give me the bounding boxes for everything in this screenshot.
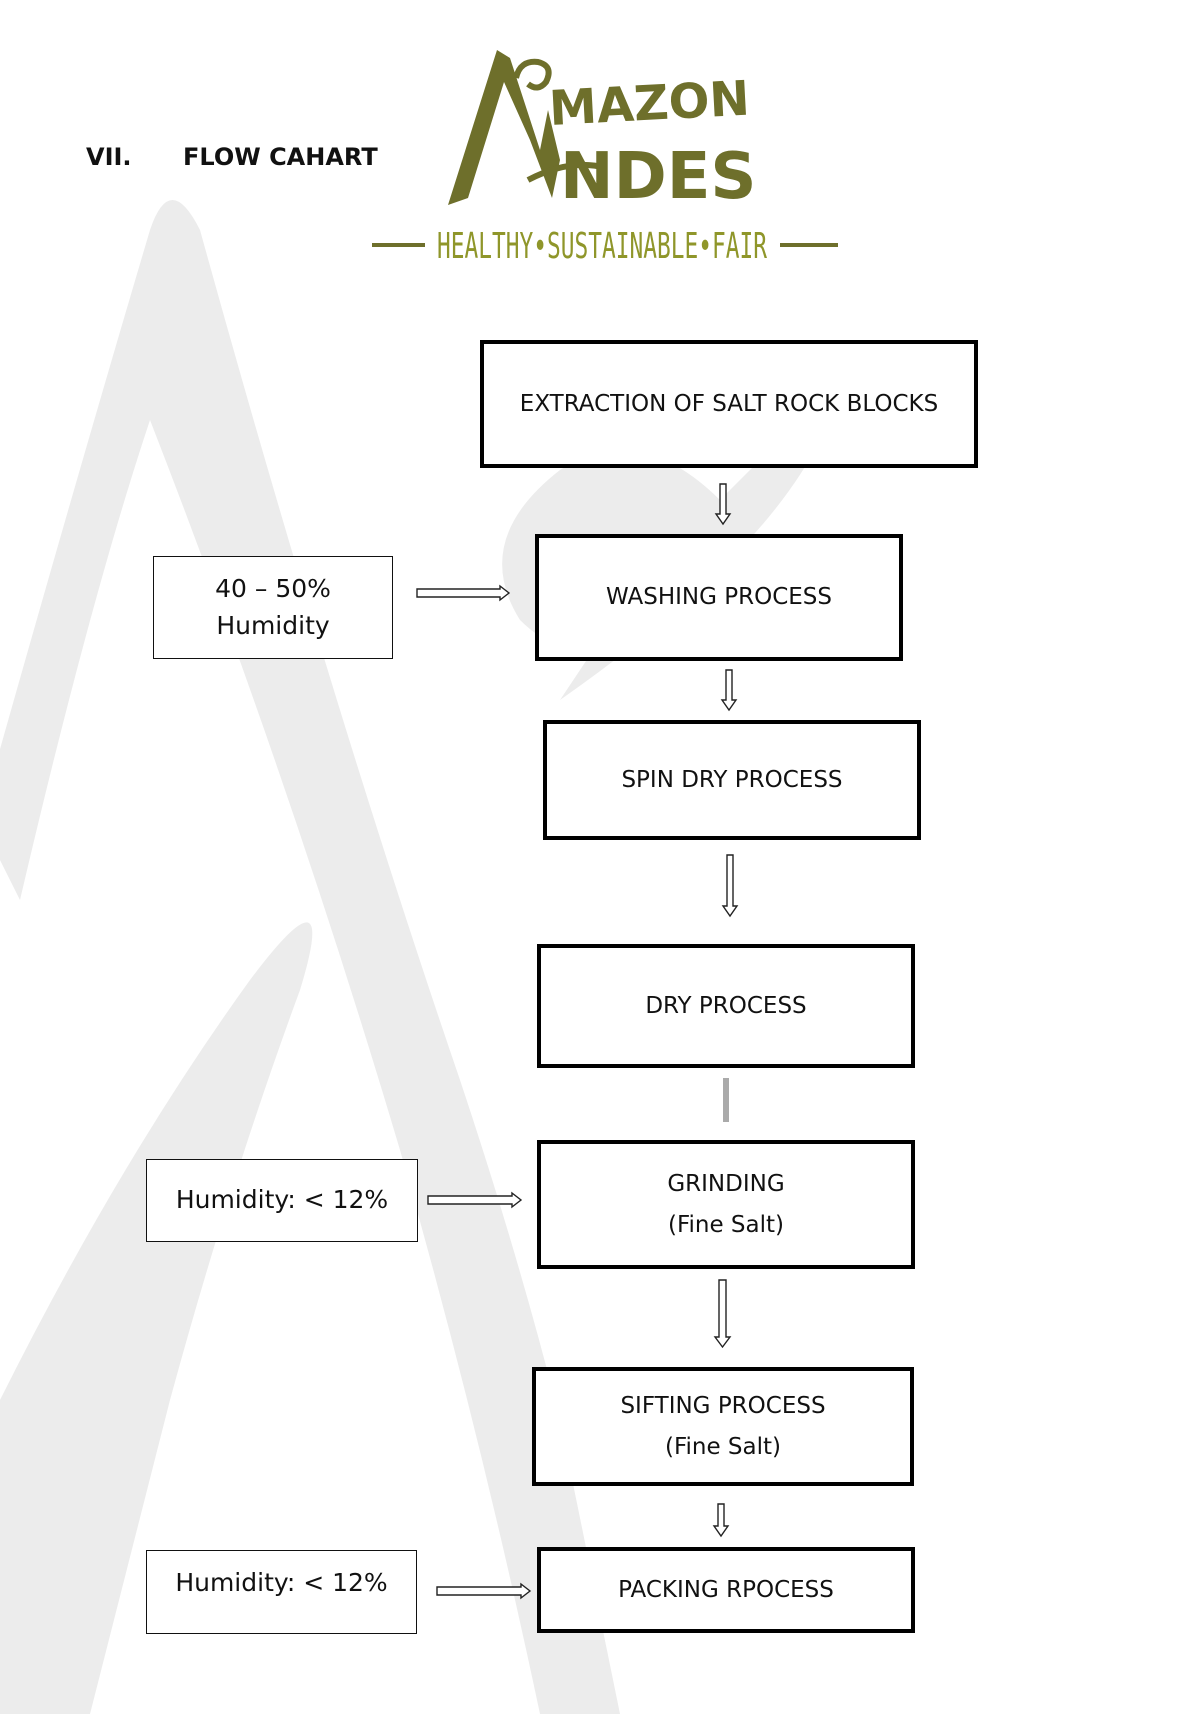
humidity-note-packing: Humidity: < 12% <box>146 1550 417 1634</box>
humidity-note-grinding: Humidity: < 12% <box>146 1159 418 1242</box>
step-title: WASHING PROCESS <box>606 584 832 611</box>
step-subtitle: (Fine Salt) <box>664 1433 782 1460</box>
arrow-washing-to-spin-dry <box>720 669 738 712</box>
arrow-humidity-to-washing <box>416 584 511 602</box>
step-title: PACKING RPOCESS <box>618 1576 834 1603</box>
arrow-humidity-to-packing <box>436 1582 532 1600</box>
arrow-extraction-to-washing <box>714 483 732 526</box>
step-dry-box: DRY PROCESS <box>537 944 915 1068</box>
note-line: 40 – 50% <box>215 574 331 604</box>
step-title: DRY PROCESS <box>645 992 807 1019</box>
step-spin-dry-box: SPIN DRY PROCESS <box>543 720 921 840</box>
step-grinding-box: GRINDING (Fine Salt) <box>537 1140 915 1269</box>
mountain-a-icon <box>448 50 607 205</box>
step-subtitle: (Fine Salt) <box>667 1211 785 1238</box>
note-line: Humidity: < 12% <box>175 1568 388 1597</box>
step-sifting-box: SIFTING PROCESS (Fine Salt) <box>532 1367 914 1486</box>
arrow-grinding-to-sifting <box>713 1279 732 1349</box>
section-number: VII. <box>86 143 132 171</box>
step-title: SIFTING PROCESS <box>620 1393 826 1420</box>
logo-tagline: HEALTHY•SUSTAINABLE•FAIR <box>437 226 767 267</box>
step-title: GRINDING <box>667 1171 785 1198</box>
amazon-andes-logo: MAZON NDES HEALTHY•SUSTAINABLE•FAIR <box>372 50 838 267</box>
step-washing-box: WASHING PROCESS <box>535 534 903 661</box>
logo-wordmark-line1: MAZON <box>548 71 751 137</box>
step-extraction-box: EXTRACTION OF SALT ROCK BLOCKS <box>480 340 978 468</box>
step-title: EXTRACTION OF SALT ROCK BLOCKS <box>519 390 939 417</box>
step-packing-box: PACKING RPOCESS <box>537 1547 915 1633</box>
logo-wordmark-line2: NDES <box>560 140 757 214</box>
humidity-note-washing: 40 – 50% Humidity <box>153 556 393 659</box>
arrow-sifting-to-packing <box>712 1503 730 1538</box>
note-line: Humidity <box>216 610 330 640</box>
section-title: FLOW CAHART <box>183 143 378 171</box>
step-title: SPIN DRY PROCESS <box>621 766 843 793</box>
note-line: Humidity: < 12% <box>175 1185 389 1215</box>
arrow-spin-dry-to-dry <box>721 854 739 918</box>
arrow-humidity-to-grinding <box>427 1191 523 1209</box>
